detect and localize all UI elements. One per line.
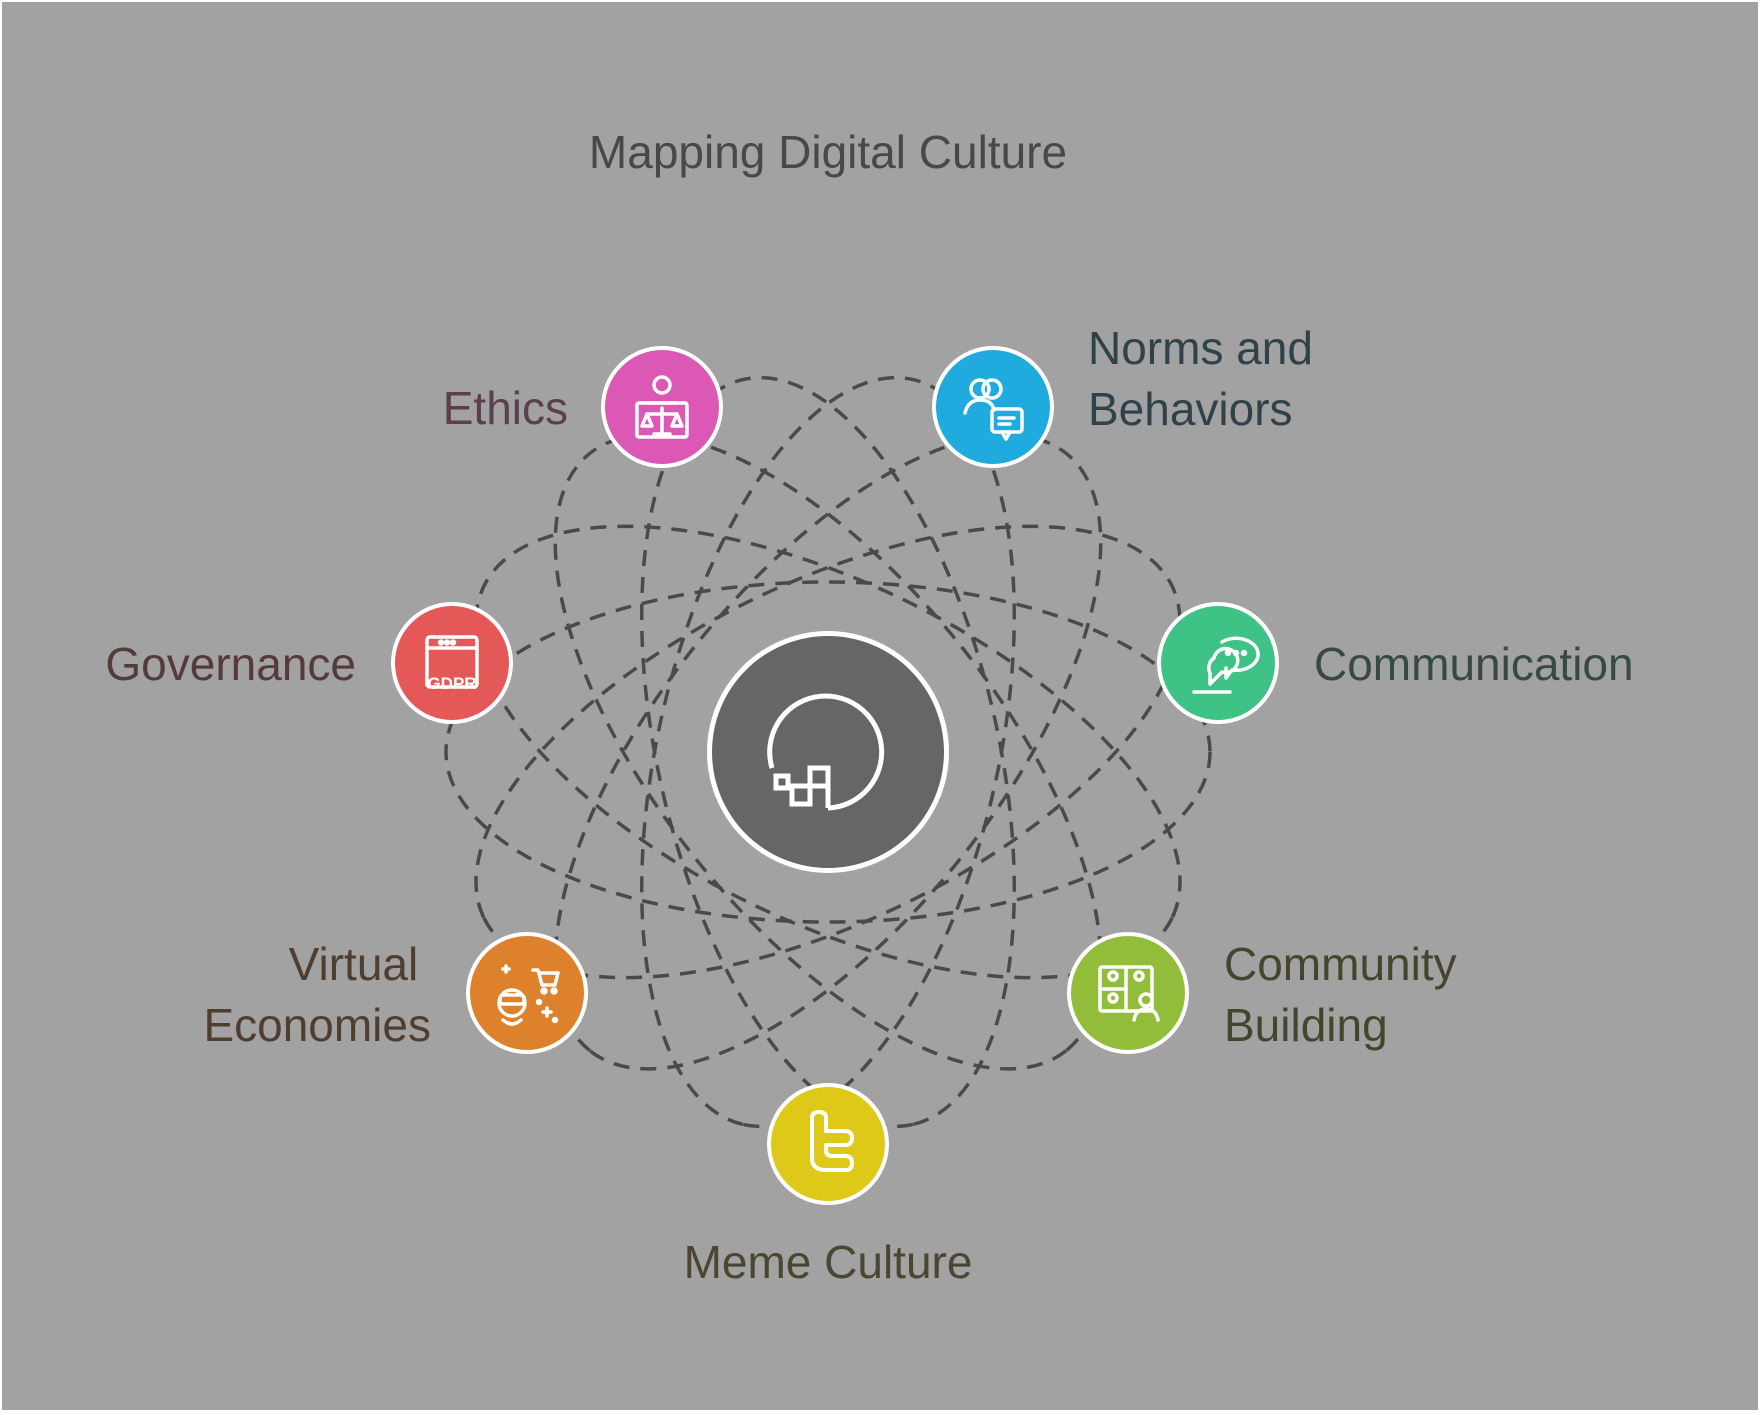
node-norms-and-behaviors[interactable]: Norms and Behaviors (932, 322, 1326, 468)
node-community-building[interactable]: Community Building (1067, 932, 1469, 1054)
person-speech-bubble-icon (1192, 636, 1260, 694)
node-label-line: Ethics (443, 382, 568, 434)
node-label-line: Meme Culture (684, 1236, 973, 1288)
node-communication[interactable]: Communication (1157, 602, 1634, 724)
node-label-line: Community (1224, 938, 1457, 990)
node-circle (1161, 606, 1275, 720)
node-label-line: Virtual (289, 938, 419, 990)
orbit-ellipse (474, 524, 1182, 980)
node-label-line: Communication (1314, 638, 1634, 690)
node-circle (470, 936, 584, 1050)
node-label-line: Behaviors (1088, 383, 1293, 435)
diagram-title: Mapping Digital Culture (589, 126, 1067, 178)
orbit-ellipse (639, 375, 1017, 1129)
node-circle (1071, 936, 1185, 1050)
orbit-ellipse (553, 433, 1103, 1071)
node-ethics[interactable]: Ethics (443, 346, 723, 468)
gdpr-icon-text: GDPR (427, 674, 476, 693)
digitalocean-logo-icon (767, 693, 885, 811)
center-hub (707, 631, 949, 873)
node-label: Communication (1314, 638, 1634, 690)
community-grid-icon (1098, 965, 1160, 1022)
node-label: Norms and Behaviors (1088, 322, 1326, 435)
vr-shopping-icon (497, 964, 560, 1026)
orbit-ellipse (474, 524, 1182, 980)
node-meme-culture[interactable]: Meme Culture (684, 1083, 973, 1288)
people-chat-icon (963, 378, 1024, 441)
orbit-ellipse (553, 433, 1103, 1071)
node-label: Ethics (443, 382, 568, 434)
node-governance[interactable]: GDPR Governance (105, 602, 513, 724)
node-circle (395, 606, 509, 720)
gdpr-browser-icon (425, 635, 479, 689)
orbit-ellipse (444, 580, 1212, 924)
node-label-line: Economies (203, 999, 431, 1051)
node-label-line: Norms and (1088, 322, 1313, 374)
ethics-scale-icon (635, 375, 689, 439)
node-label-line: Building (1224, 999, 1388, 1051)
node-label: Governance (105, 638, 356, 690)
center-hub-fill (712, 636, 944, 868)
node-label: Virtual Economies (203, 938, 431, 1051)
orbit-ellipse (639, 375, 1017, 1129)
node-label: Community Building (1224, 938, 1469, 1051)
node-virtual-economies[interactable]: Virtual Economies (203, 932, 588, 1054)
twitter-t-icon (810, 1110, 854, 1172)
orbit-lines (444, 375, 1212, 1129)
node-label-line: Governance (105, 638, 356, 690)
node-label: Meme Culture (684, 1236, 973, 1288)
